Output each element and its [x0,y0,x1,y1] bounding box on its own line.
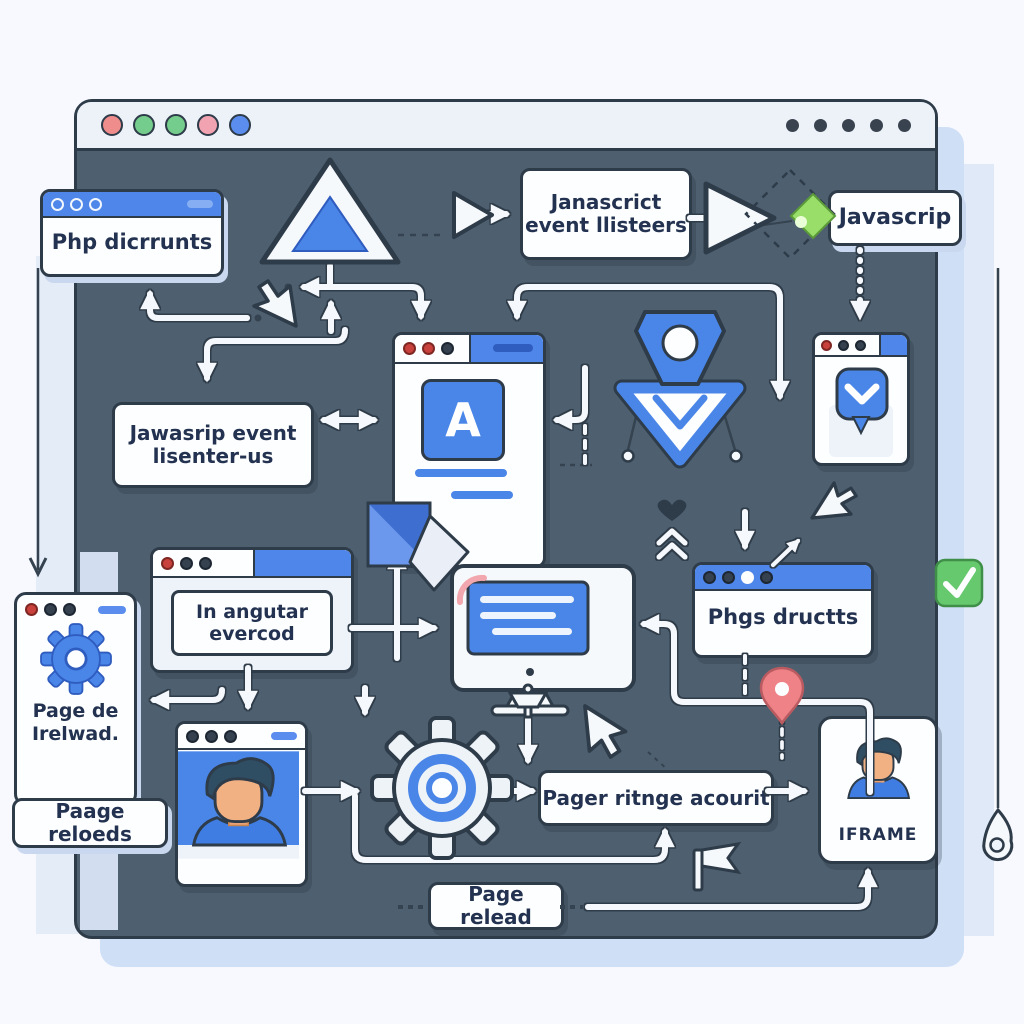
traffic-dot-green2-icon [165,114,187,136]
traffic-dot-red-icon [101,114,123,136]
jawasrip-box: Jawasrip event lisenter-us [112,402,314,488]
app-a-letter: A [445,393,481,447]
paage-reloeds-box: Paage reloeds [12,798,168,848]
janascrict-line2: event llisteers [525,213,687,237]
window-dot-icon [180,556,193,570]
traffic-dot-green-icon [133,114,155,136]
browser-chrome [77,102,935,151]
page-relead-box: Page relead [428,882,564,930]
pager-box: Pager ritnge acourit [538,770,774,826]
page-de-line2: Irelwad. [31,722,120,745]
page-de-line1: Page de [32,700,119,722]
phgs-window: Phgs dructts [692,562,874,658]
titlebar-pill [98,605,126,614]
window-dot-icon [63,603,76,616]
avatar-window [175,721,308,887]
menu-dot-icon [842,118,855,132]
iframe-avatar-icon [847,737,911,799]
paage-reloeds-label: Paage reloeds [48,799,132,846]
php-dicrrunts-window: Php dicrrunts [40,189,224,277]
app-a-icon: A [421,379,505,461]
in-angutar-window: In angutar evercod [150,547,354,673]
window-dot-icon [403,342,416,355]
text-line [451,491,513,499]
window-dot-icon [441,342,454,355]
window-dot-icon [855,339,866,351]
window-dot-icon [760,570,773,584]
iframe-label: IFRAME [838,825,918,845]
traffic-dot-blue-icon [229,114,251,136]
window-dot-icon [741,570,754,584]
menu-dot-icon [814,118,827,132]
window-dot-icon [51,197,64,211]
javascrip-label: Javascrip [838,205,952,231]
javascrip-box: Javascrip [828,190,962,246]
window-dot-icon [422,342,435,355]
window-dot-icon [703,570,716,584]
iframe-card: IFRAME [818,716,938,864]
text-line [415,469,507,477]
traffic-dot-pink-icon [197,114,219,136]
in-angutar-line2: evercod [209,623,295,645]
page-relead-label: Page relead [460,882,532,929]
php-label: Php dicrrunts [51,230,213,254]
jawasrip-line1: Jawasrip event [129,421,297,445]
jawasrip-line2: lisenter-us [152,444,274,468]
window-dot-icon [838,339,849,351]
page-de-card: Page de Irelwad. [14,592,137,806]
janascrict-line1: Janascrict [550,190,662,214]
in-angutar-line1: In angutar [196,601,308,623]
chrome-menu-dots [786,118,911,132]
window-dot-icon [186,729,199,743]
titlebar-tab [493,344,533,352]
right-shadow-band [936,164,994,936]
chat-bubble-icon [829,367,893,457]
menu-dot-icon [786,118,799,132]
window-dot-icon [161,556,174,570]
titlebar-pill [271,732,297,740]
menu-dot-icon [898,118,911,132]
titlebar-pill [187,200,213,208]
avatar-icon [178,751,299,859]
window-dot-icon [821,339,832,351]
window-dot-icon [25,603,38,616]
menu-dot-icon [870,118,883,132]
janascrict-box: Janascrict event llisteers [520,168,692,260]
window-dot-icon [722,570,735,584]
gear-icon [39,623,112,695]
chat-window [812,332,910,466]
window-dot-icon [199,556,212,570]
window-dot-icon [224,729,237,743]
pager-label: Pager ritnge acourit [542,785,770,810]
window-dot-icon [205,729,218,743]
a-app-window: A [392,332,546,568]
window-dot-icon [70,197,83,211]
window-dot-icon [89,197,102,211]
window-dot-icon [44,603,57,616]
phgs-label: Phgs dructts [707,605,859,629]
